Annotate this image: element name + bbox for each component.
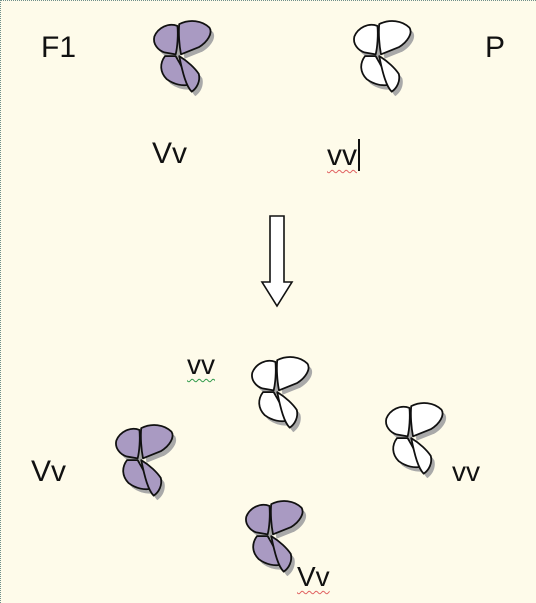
genotype-text: Vv xyxy=(297,561,330,592)
genotype-text: vv xyxy=(187,349,215,380)
genotype-label-offspring-right: vv xyxy=(452,456,480,487)
butterfly-purple-parent xyxy=(141,17,221,97)
genotype-label-parent-vv-hetero: Vv xyxy=(152,137,188,170)
genotype-label-offspring-left: Vv xyxy=(31,455,67,488)
genotype-label-offspring-top: vv xyxy=(187,351,215,379)
down-arrow-icon xyxy=(260,215,294,308)
butterfly-purple-offspring-left xyxy=(103,421,183,501)
genotype-label-parent-vv-recessive[interactable]: vv xyxy=(327,139,360,171)
generation-label-p: P xyxy=(485,31,506,64)
genotype-label-offspring-bottom: Vv xyxy=(297,563,330,591)
butterfly-white-offspring-top xyxy=(239,353,319,433)
butterfly-purple-offspring-bottom xyxy=(233,497,313,577)
butterfly-white-offspring-right xyxy=(373,399,453,479)
generation-label-f1: F1 xyxy=(41,31,77,64)
genotype-text: vv xyxy=(327,139,357,172)
butterfly-white-parent xyxy=(341,17,421,97)
text-cursor xyxy=(358,139,360,171)
